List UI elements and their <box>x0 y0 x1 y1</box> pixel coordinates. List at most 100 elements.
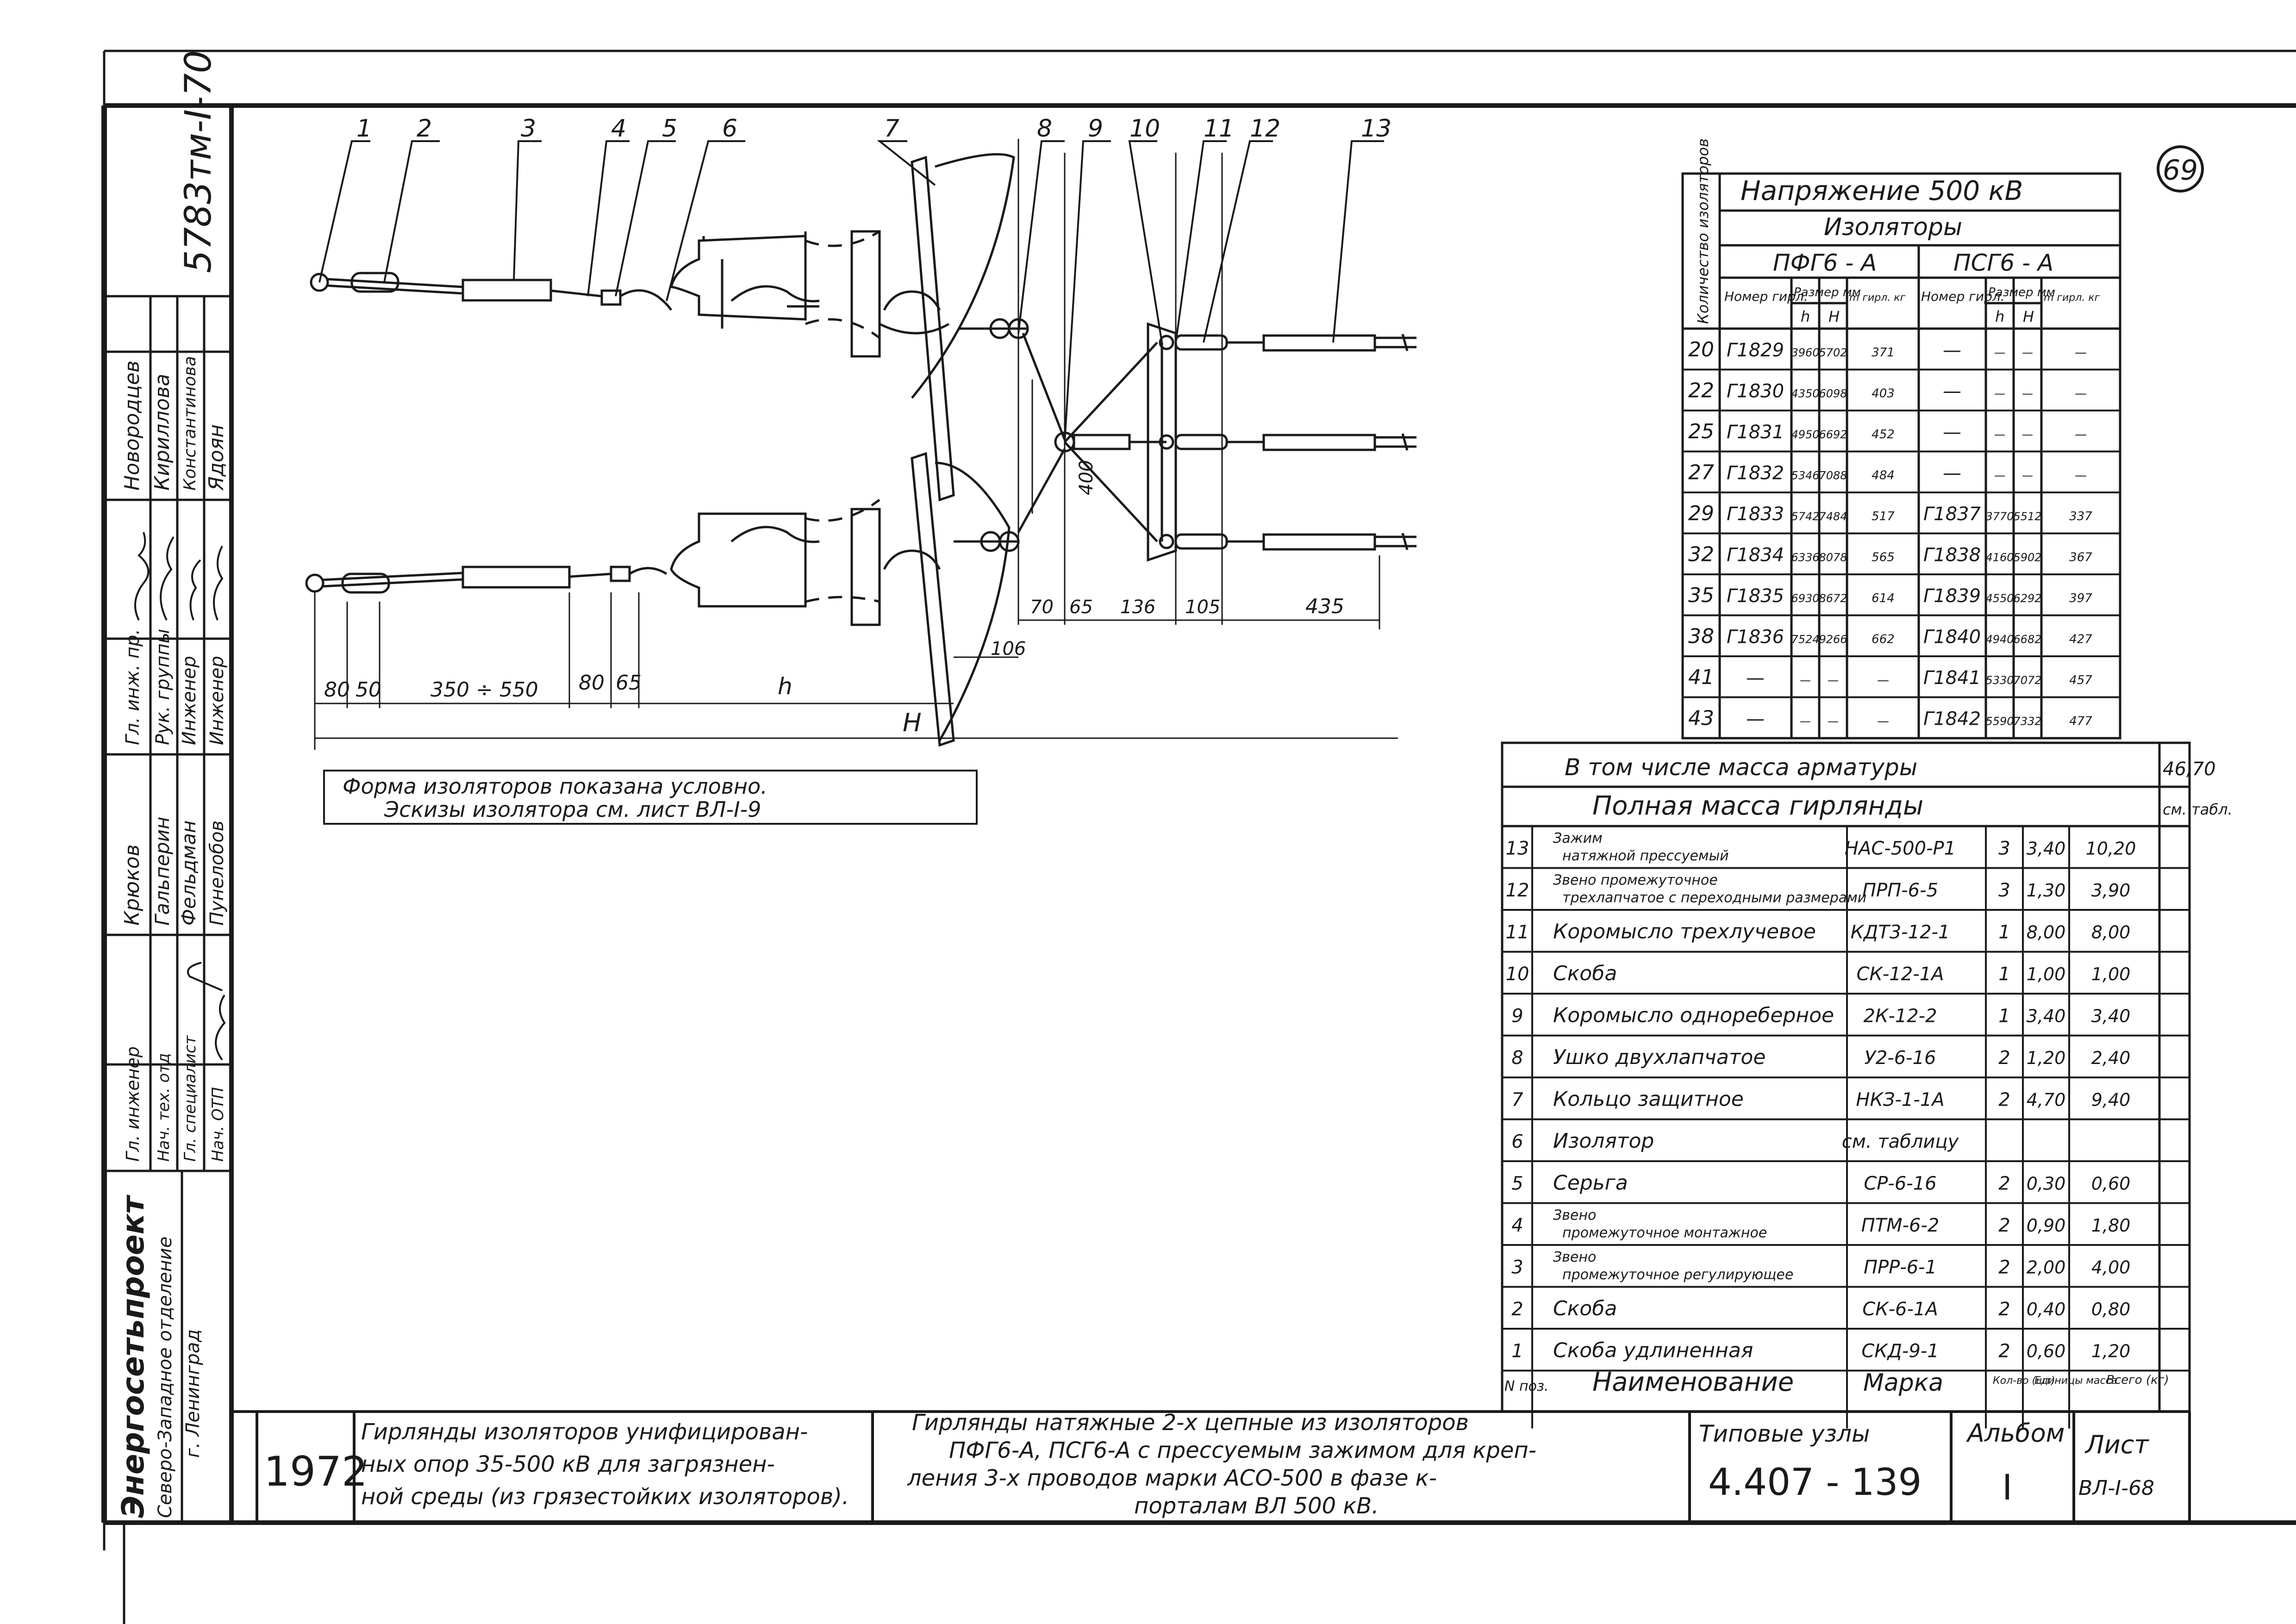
tb-year: 1972 <box>264 1448 368 1495</box>
parts-cell-total: 0,80 <box>2091 1299 2131 1319</box>
voltage-cell: — <box>1943 340 1961 361</box>
stamp-name-a-4: Пунелобов <box>206 821 228 926</box>
parts-cell-name: трехлапчатое с переходными размерами <box>1562 890 1866 906</box>
vt-sub-mass-2: m гирл. кг <box>2044 292 2100 304</box>
stamp-role-b-1: Гл. инж. пр. <box>122 629 144 745</box>
tb-album-number: I <box>2002 1467 2012 1508</box>
parts-cell-mark: 2К-12-2 <box>1863 1006 1937 1027</box>
parts-cell-total: 1,00 <box>2091 964 2131 984</box>
parts-cell-mark: КДТ3-12-1 <box>1851 922 1950 943</box>
voltage-cell: 4350 <box>1791 387 1819 400</box>
parts-cell-unit: 2,00 <box>2027 1257 2066 1278</box>
voltage-cell: Г1838 <box>1923 545 1981 566</box>
vt-sub-H-2: H <box>2023 308 2034 325</box>
stamp-role-a-1: Гл. инженер <box>123 1046 143 1162</box>
parts-cell-qty: 3 <box>1998 838 2010 859</box>
pt-header-pos: N поз. <box>1504 1378 1548 1394</box>
parts-cell-total: 4,00 <box>2091 1257 2131 1278</box>
voltage-cell: 3960 <box>1791 346 1819 359</box>
part-label-13: 13 <box>1361 115 1391 143</box>
parts-cell-total: 1,80 <box>2091 1215 2131 1236</box>
parts-cell-mark: НАС-500-Р1 <box>1845 838 1956 859</box>
parts-cell-qty: 2 <box>1998 1047 2010 1069</box>
stamp-name-a-2: Гальперин <box>151 817 174 926</box>
parts-cell-total: 10,20 <box>2086 839 2136 859</box>
voltage-cell: — <box>1943 422 1961 443</box>
stamp-role-b-2: Рук. группы <box>152 629 174 745</box>
voltage-cell: 484 <box>1872 469 1895 483</box>
voltage-cell: 5742 <box>1791 510 1819 523</box>
voltage-cell: 5590 <box>1985 715 2014 728</box>
parts-cell-unit: 4,70 <box>2027 1090 2066 1110</box>
stamp-role-a-3: Гл. специалист <box>181 1035 200 1162</box>
parts-cell-unit: 3,40 <box>2027 839 2066 859</box>
tb-col2-line2: ПФГ6-А, ПСГ6-А с прессуемым зажимом для … <box>949 1437 1536 1463</box>
stamp-role-b-4: Инженер <box>206 656 228 745</box>
parts-cell-mark: СКД-9-1 <box>1861 1341 1939 1362</box>
voltage-cell: 477 <box>2069 715 2092 728</box>
voltage-cell: 8672 <box>1819 592 1847 605</box>
parts-cell-pos: 10 <box>1506 964 1529 985</box>
voltage-cell: Г1832 <box>1727 463 1784 484</box>
voltage-cell: 337 <box>2069 510 2092 523</box>
part-label-6: 6 <box>722 115 737 143</box>
parts-cell-qty: 2 <box>1998 1299 2010 1320</box>
pt-total-value: см. табл. <box>2163 801 2233 818</box>
voltage-cell: — <box>2075 428 2087 442</box>
voltage-cell: Г1830 <box>1727 381 1784 402</box>
signature-block-2 <box>187 962 226 1061</box>
dim-H: H <box>903 708 922 737</box>
voltage-cell: Г1834 <box>1727 545 1784 566</box>
stamp-name-b-3: Константинова <box>181 356 200 491</box>
parts-cell-pos: 8 <box>1511 1047 1523 1069</box>
voltage-cell: 5330 <box>1985 674 2014 687</box>
parts-cell-total: 2,40 <box>2091 1048 2131 1068</box>
voltage-cell: Г1829 <box>1727 340 1784 361</box>
parts-cell-name: Кольцо защитное <box>1553 1088 1744 1111</box>
voltage-cell: Г1833 <box>1727 504 1784 525</box>
pt-total-label: Полная масса гирлянды <box>1592 791 1923 821</box>
parts-cell-unit: 0,60 <box>2027 1341 2066 1362</box>
stamp-role-a-4: Нач. ОТП <box>209 1087 227 1162</box>
voltage-cell: 4950 <box>1791 428 1819 441</box>
part-label-3: 3 <box>521 115 536 143</box>
tb-series-number: 4.407 - 139 <box>1708 1461 1922 1504</box>
voltage-cell: 6098 <box>1819 387 1847 400</box>
voltage-grid-lines <box>1683 368 2120 698</box>
voltage-cell: 427 <box>2069 633 2092 647</box>
parts-cell-total: 0,60 <box>2091 1174 2131 1194</box>
voltage-cell: — <box>2075 346 2087 360</box>
voltage-cell: — <box>1994 428 2005 441</box>
parts-cell-name: Ушко двухлапчатое <box>1553 1045 1766 1069</box>
voltage-cell: — <box>1828 715 1839 728</box>
parts-cell-pos: 3 <box>1511 1257 1523 1278</box>
voltage-cell: 7332 <box>2013 715 2041 728</box>
voltage-cell: 27 <box>1688 461 1714 485</box>
dim-400: 400 <box>1076 460 1097 495</box>
parts-cell-mark: СР-6-16 <box>1864 1173 1936 1195</box>
part-label-1: 1 <box>356 115 372 143</box>
part-label-4: 4 <box>611 115 626 143</box>
vt-sub-h-2: h <box>1995 308 2004 325</box>
pt-header-total: Всего (кг) <box>2106 1373 2169 1387</box>
sheet-number-circle: 69 <box>2157 145 2204 193</box>
parts-cell-name: Скоба <box>1553 962 1617 985</box>
voltage-cell: 6682 <box>2013 633 2041 646</box>
voltage-table <box>1681 172 2121 740</box>
voltage-cell: 371 <box>1872 346 1895 360</box>
parts-cell-qty: 2 <box>1998 1257 2010 1278</box>
parts-cell-unit: 1,00 <box>2027 964 2066 984</box>
parts-cell-mark: ПРР-6-1 <box>1864 1257 1937 1278</box>
part-label-5: 5 <box>662 115 677 143</box>
voltage-cell: — <box>1828 674 1839 687</box>
tb-sheet-value: ВЛ-I-68 <box>2078 1476 2154 1500</box>
voltage-cell: 20 <box>1688 338 1714 361</box>
dim-80b: 80 <box>579 671 605 695</box>
parts-cell-mark: СК-12-1А <box>1857 964 1944 985</box>
parts-cell-unit: 0,40 <box>2027 1299 2066 1319</box>
voltage-cell: 6930 <box>1791 592 1819 605</box>
vt-sub-mass-1: m гирл. кг <box>1849 292 1906 304</box>
voltage-cell: Г1840 <box>1923 627 1981 648</box>
